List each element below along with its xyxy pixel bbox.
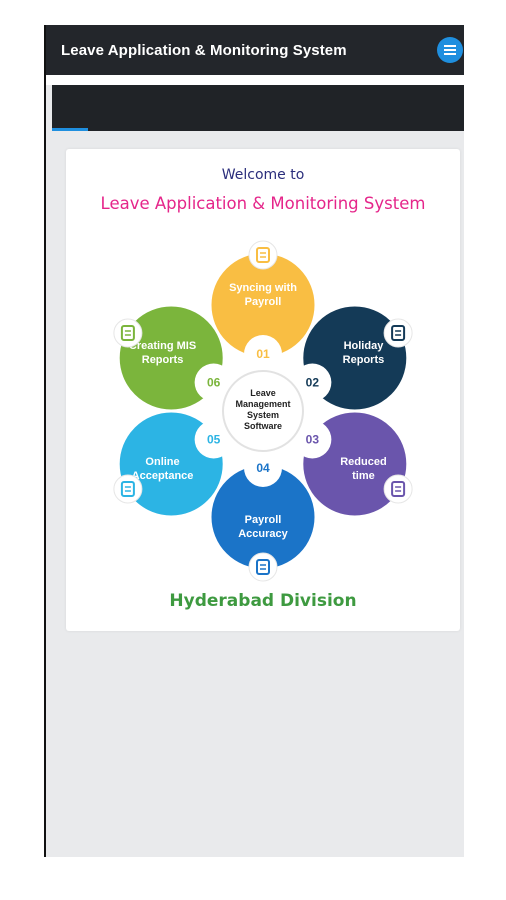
phone-screen: Leave Application & Monitoring System Sy…: [44, 25, 464, 857]
petal-label: Reports: [142, 354, 184, 366]
petal-label: Creating MIS: [129, 340, 196, 352]
center-hub: [222, 370, 304, 452]
sync-icon: [248, 240, 278, 270]
petal-number-bg: [194, 363, 233, 402]
center-label: System: [247, 410, 279, 420]
petal-number-bg: [194, 420, 233, 459]
petal-label: Reduced: [340, 456, 386, 468]
petal-number-bg: [293, 420, 332, 459]
petal-number-bg: [244, 449, 282, 487]
petal-label: Accuracy: [238, 528, 288, 540]
petal-label: time: [352, 470, 375, 482]
petal-label: Holiday: [344, 340, 385, 352]
petal-label: Payroll: [245, 296, 282, 308]
division-name: Hyderabad Division: [169, 591, 357, 611]
report-icon: [383, 318, 413, 348]
center-label: Leave: [250, 388, 276, 398]
menu-icon: [444, 45, 456, 55]
petal-label: Acceptance: [132, 470, 194, 482]
petal-number-01: 01: [256, 347, 270, 361]
menu-button[interactable]: [437, 37, 463, 63]
petal-number-02: 02: [306, 376, 320, 390]
center-label: Management: [235, 399, 290, 409]
petal-number-bg: [244, 335, 282, 373]
features-diagram: Syncing withPayrollHolidayReportsReduced…: [113, 240, 413, 582]
petal-number-bg: [293, 363, 332, 402]
tab-indicator: [52, 128, 88, 131]
petal-label: Reports: [343, 354, 385, 366]
center-label: Software: [244, 421, 282, 431]
appbar-divider: [46, 75, 464, 85]
touch-icon: [113, 474, 143, 504]
app-title: Leave Application & Monitoring System: [61, 42, 347, 59]
petal-number-03: 03: [306, 433, 320, 447]
mis-icon: [113, 318, 143, 348]
welcome-text: Welcome to: [221, 167, 305, 183]
petal-number-04: 04: [256, 461, 270, 475]
petal-label: Payroll: [245, 514, 282, 526]
app-bar: Leave Application & Monitoring System: [46, 25, 464, 75]
tab-bar[interactable]: [52, 85, 464, 131]
payroll-icon: [248, 552, 278, 582]
petal-label: Online: [145, 456, 179, 468]
petal-label: Syncing with: [229, 282, 297, 294]
petal-number-05: 05: [207, 433, 221, 447]
petal-number-06: 06: [207, 376, 221, 390]
hourglass-icon: [383, 474, 413, 504]
system-name-heading: Leave Application & Monitoring System: [100, 194, 426, 213]
